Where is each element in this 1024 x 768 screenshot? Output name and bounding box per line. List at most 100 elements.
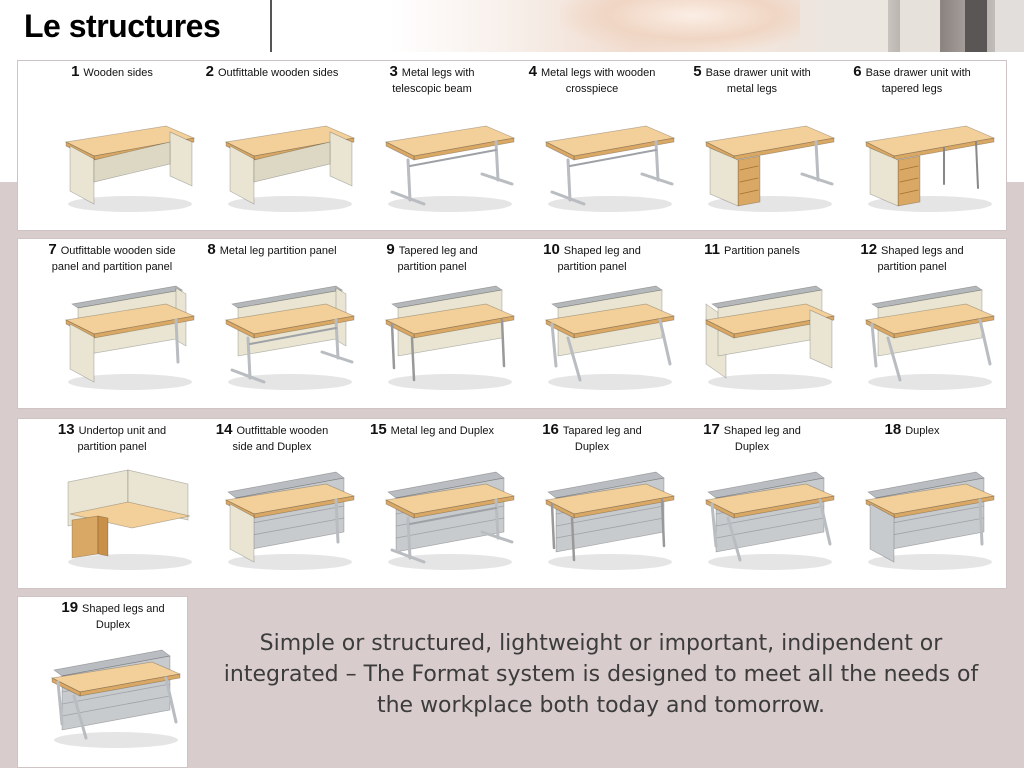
duplex-screen-seam <box>61 683 171 705</box>
structure-label-line: Shaped leg and <box>563 245 641 257</box>
desk-top-edge-side <box>385 499 415 519</box>
structure-number: 6 <box>853 63 862 80</box>
drawer-unit-front <box>897 155 921 207</box>
structure-label-line: Metal legs with <box>401 67 475 79</box>
structure-number: 14 <box>215 421 233 438</box>
structure-label-line: Duplex <box>905 425 940 437</box>
tapered-leg <box>390 322 396 370</box>
metal-leg <box>174 318 180 364</box>
desk-shadow <box>68 374 192 390</box>
structure-number: 7 <box>48 241 57 258</box>
tapered-leg <box>570 516 576 562</box>
drawer-unit-side <box>869 147 899 207</box>
structure-label-line: panel and partition panel <box>51 261 173 273</box>
desk-illustration <box>50 649 182 748</box>
structure-label-line: telescopic beam <box>392 83 472 95</box>
desk-illustration <box>224 125 356 212</box>
metal-leg <box>246 336 252 380</box>
metal-foot <box>320 350 354 364</box>
desk-illustration <box>384 471 516 570</box>
shaped-leg <box>710 502 718 548</box>
desk-illustration <box>64 285 196 390</box>
wooden-side-left <box>69 323 95 383</box>
structure-label-line: tapered legs <box>881 83 943 95</box>
shaped-leg <box>978 318 992 366</box>
metal-leg <box>334 318 340 360</box>
structure-number: 17 <box>703 421 720 438</box>
desk-illustration <box>864 471 996 570</box>
crossbeam <box>569 149 657 167</box>
structure-number: 5 <box>693 63 702 80</box>
structure-label-line: side and Duplex <box>232 441 312 453</box>
tapered-leg <box>550 502 556 550</box>
desk-shadow <box>228 554 352 570</box>
structure-number: 15 <box>369 421 387 438</box>
drawer-line <box>739 177 759 183</box>
structure-number: 16 <box>542 421 559 438</box>
desk-illustration <box>704 125 836 212</box>
structure-label-line: Base drawer unit with <box>705 67 811 79</box>
tagline: Simple or structured, lightweight or imp… <box>223 631 979 718</box>
metal-foot <box>550 190 586 206</box>
desk-shadow <box>868 374 992 390</box>
metal-leg <box>654 140 660 182</box>
desk-illustration <box>704 285 836 390</box>
desk-shadow <box>708 554 832 570</box>
undertop-unit <box>71 515 99 559</box>
drawer-unit-side <box>709 147 739 207</box>
wooden-side-left <box>229 145 255 205</box>
desk-shadow <box>388 374 512 390</box>
desk-shadow <box>548 554 672 570</box>
undertop-unit-side <box>97 515 109 557</box>
structure-number: 19 <box>61 599 79 616</box>
metal-leg <box>406 516 412 560</box>
desk-illustration <box>384 125 516 212</box>
structure-number: 3 <box>389 63 398 80</box>
corner-desk-top <box>69 501 191 529</box>
wooden-side-left <box>229 503 255 563</box>
desk-illustration <box>704 471 836 570</box>
desk-shadow <box>68 554 192 570</box>
duplex-end-panel <box>869 503 895 563</box>
desk-illustration <box>864 285 996 390</box>
desk-top-edge-side <box>385 141 415 161</box>
metal-leg <box>494 140 500 182</box>
structure-label-line: partition panel <box>397 261 467 273</box>
structure-label-line: Duplex <box>95 619 131 631</box>
drawer-unit-front <box>737 155 761 207</box>
tapered-leg <box>975 141 979 189</box>
structure-label-line: partition panel <box>557 261 627 273</box>
structure-label-line: Outfittable wooden side <box>60 245 176 257</box>
drawer-line <box>899 177 919 183</box>
metal-leg <box>566 158 572 202</box>
desk-shadow <box>708 374 832 390</box>
structure-label-line: Undertop unit and <box>78 425 167 437</box>
metal-foot <box>480 530 514 544</box>
structure-label-line: Partition panels <box>724 245 800 257</box>
desk-illustration <box>544 471 676 570</box>
desk-illustration <box>64 125 196 212</box>
drawer-line <box>739 189 759 195</box>
metal-leg <box>406 158 412 202</box>
structure-label-line: metal legs <box>726 83 778 95</box>
desk-shadow <box>548 196 672 212</box>
desk-shadow <box>228 196 352 212</box>
metal-foot <box>640 172 674 186</box>
tapered-leg <box>500 318 506 368</box>
